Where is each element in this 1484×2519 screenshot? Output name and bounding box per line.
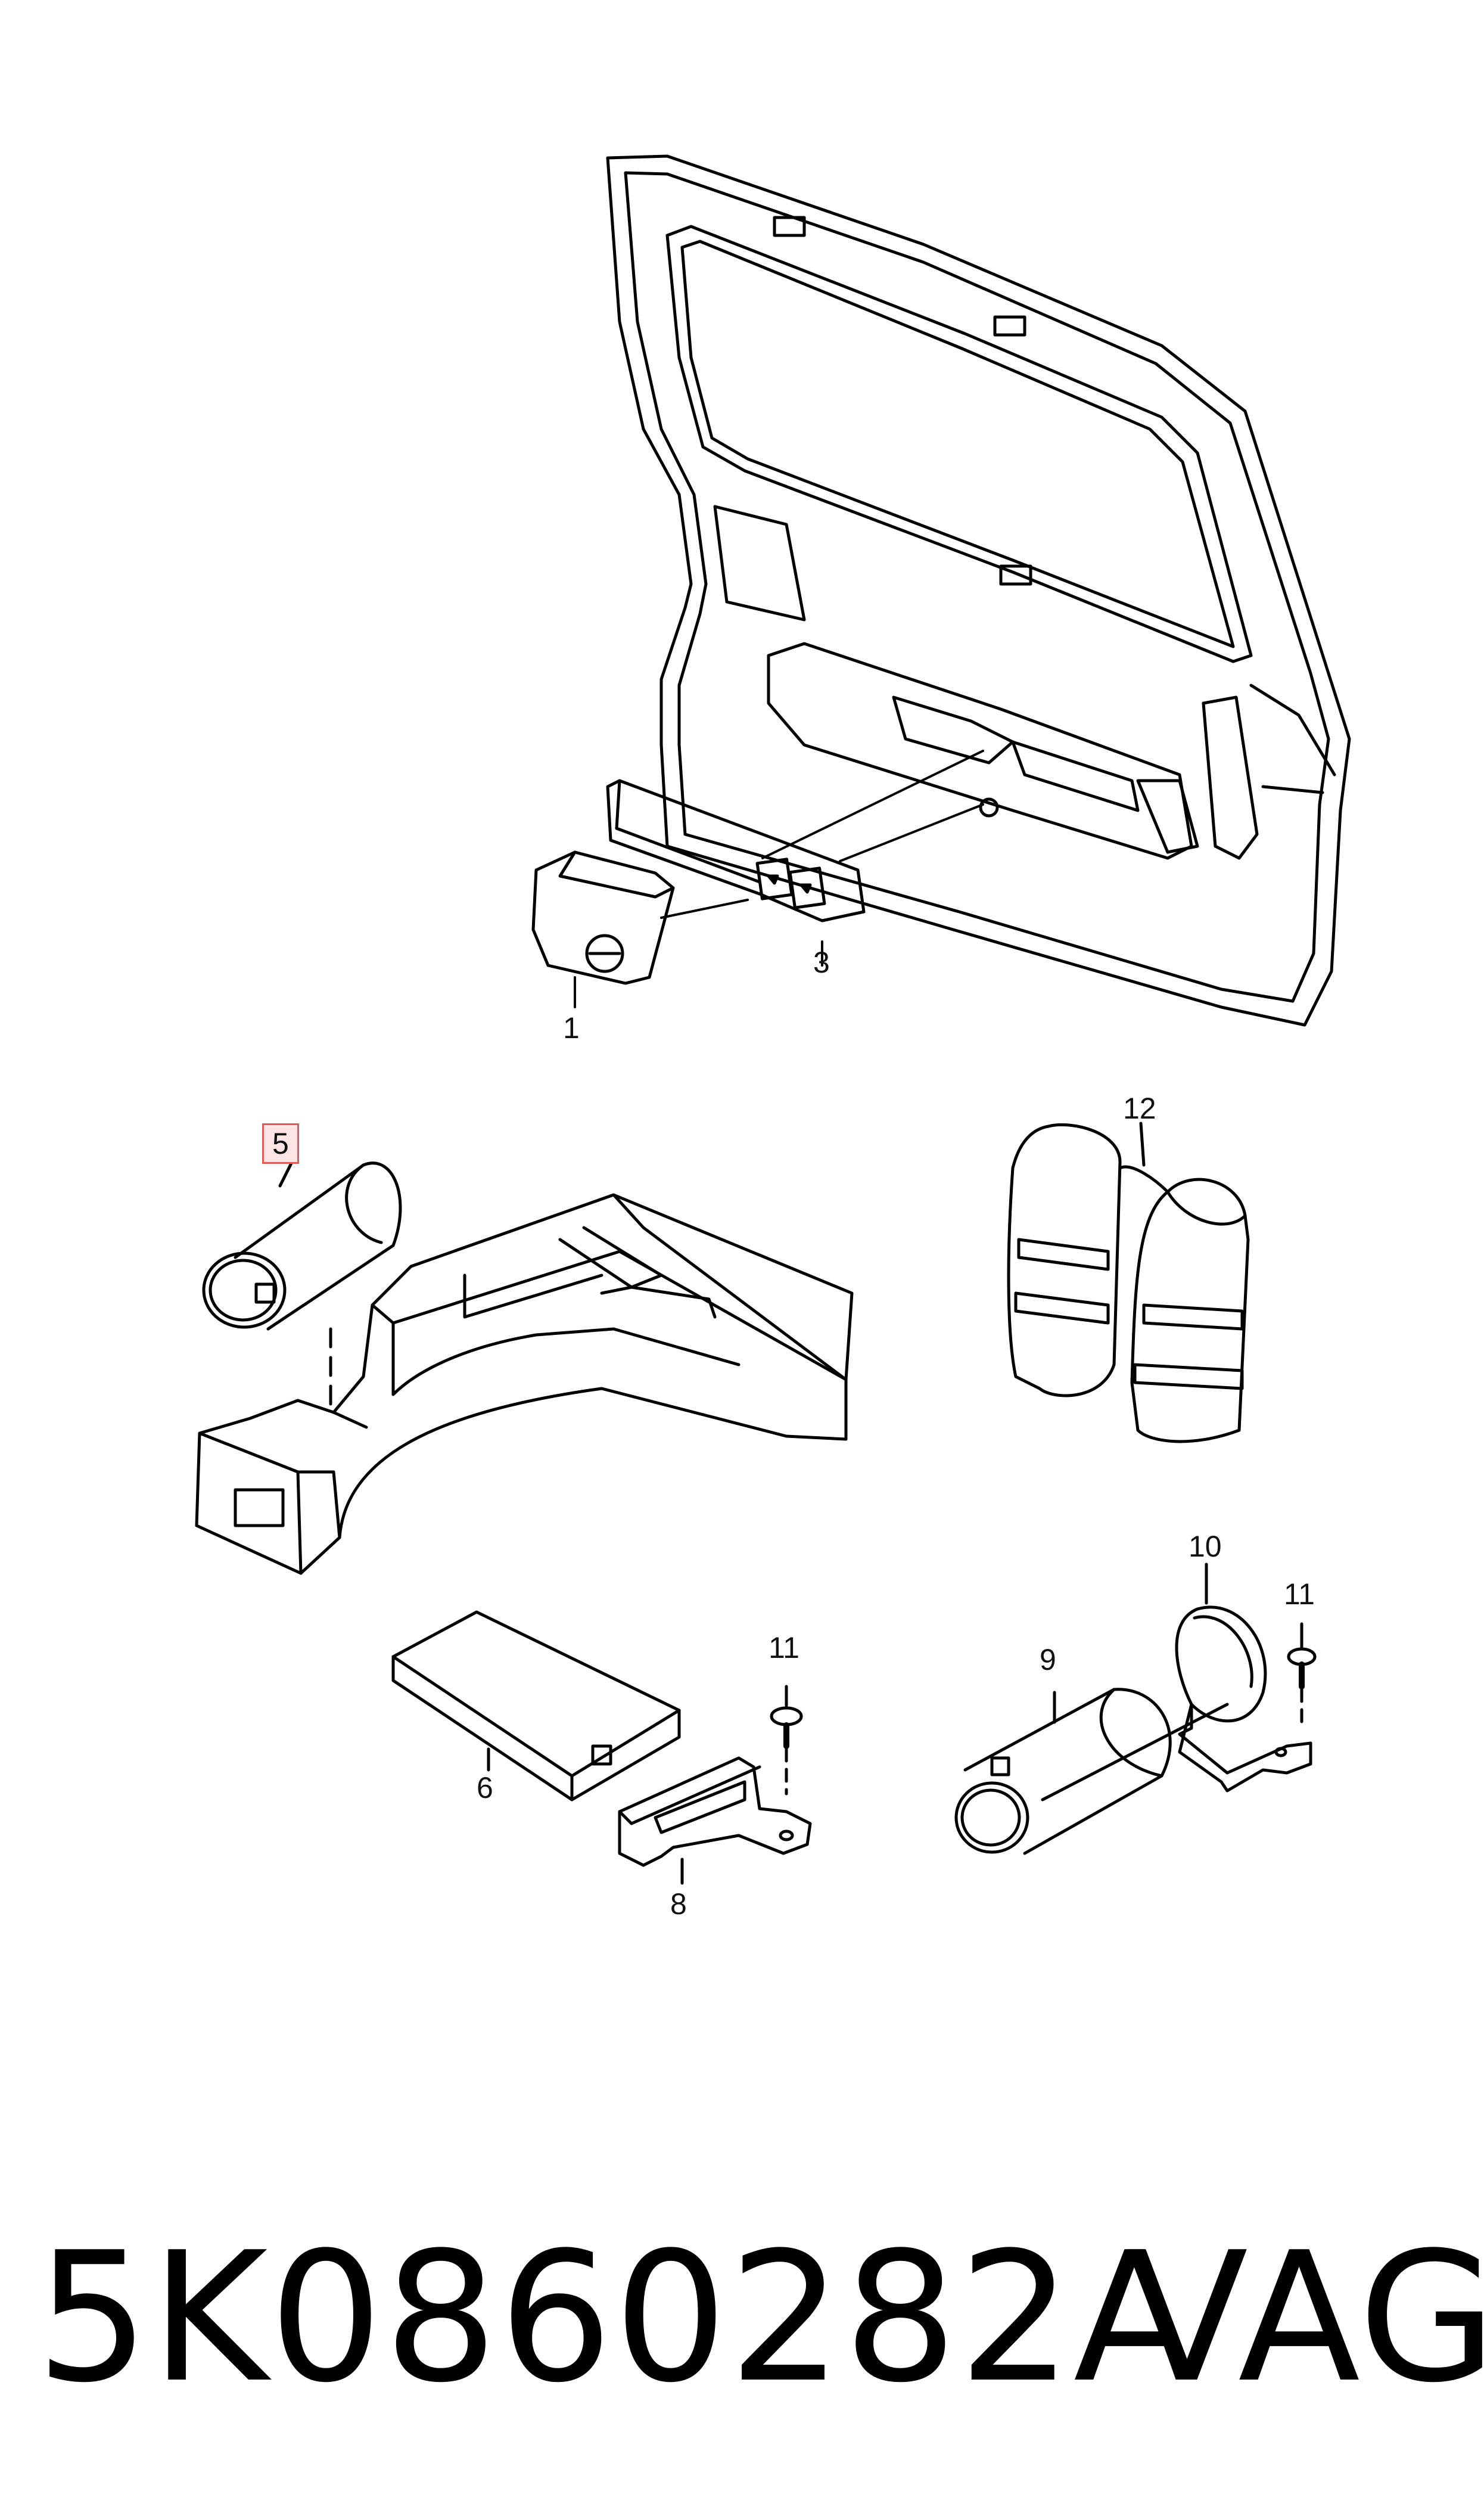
part-number-footer: 5K0860282A VAG (0, 2205, 1484, 2455)
callout-11-left: 11 (769, 1631, 799, 1664)
brand-name: VAG (1126, 2214, 1484, 2422)
part-9-cylindrical-pouch (954, 1688, 1172, 1855)
callout-9: 9 (1040, 1643, 1056, 1676)
callout-10: 10 (1189, 1530, 1222, 1563)
callout-1: 1 (563, 1011, 580, 1045)
callout-5[interactable]: 5 (262, 1123, 299, 1164)
part-3-switch-strip (606, 779, 866, 923)
part-12-fabric-bag (1007, 1122, 1250, 1443)
part-number: 5K0860282A (36, 2214, 1197, 2422)
callout-6: 6 (477, 1771, 493, 1804)
leader-lines-tailgate (574, 750, 984, 1008)
callout-12: 12 (1123, 1092, 1156, 1125)
part-5-tool-tray (195, 1193, 854, 1575)
callout-8: 8 (670, 1887, 687, 1921)
callout-11-right: 11 (1284, 1577, 1315, 1611)
tailgate-trim-panel (606, 154, 1351, 1027)
callout-3: 3 (813, 946, 830, 979)
part-10-clamp (1041, 1563, 1312, 1801)
part-5-cylindrical-pouch (202, 1160, 402, 1408)
part-1-handle-cover (531, 850, 675, 985)
part-6-flat-case (391, 1610, 681, 1801)
part-8-bracket (618, 1756, 812, 1885)
part-11-screw-left (770, 1685, 803, 1796)
part-11-screw-right (1287, 1622, 1317, 1730)
